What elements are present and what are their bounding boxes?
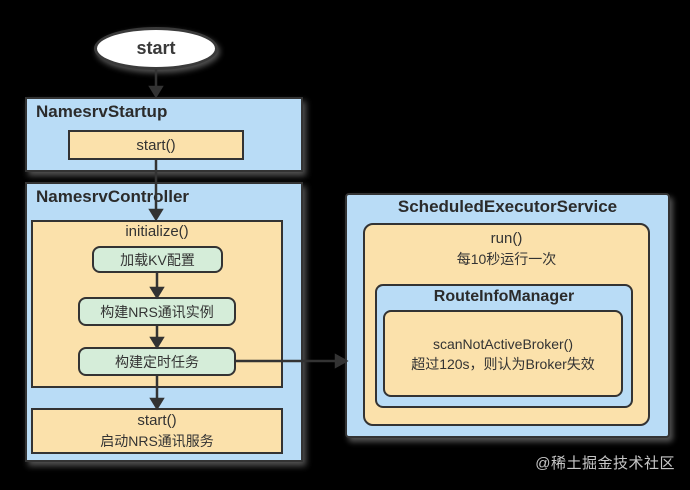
step-load-kv-config: 加载KV配置	[92, 246, 223, 273]
step-label: 构建NRS通讯实例	[100, 303, 214, 320]
initialize-method-label: initialize()	[125, 223, 189, 240]
start-node: start	[94, 27, 218, 70]
start-node-label: start	[136, 38, 176, 58]
step-build-nrs-remoting-instance: 构建NRS通讯实例	[78, 297, 236, 326]
step-label: 构建定时任务	[115, 353, 199, 370]
controller-start-method-box: start() 启动NRS通讯服务	[31, 408, 283, 454]
route-info-manager-title: RouteInfoManager	[433, 288, 575, 305]
namesrv-startup-start-method: start()	[68, 130, 244, 160]
run-method-text: run() 每10秒运行一次	[363, 228, 650, 270]
start-method-label: start()	[136, 136, 176, 154]
scheduled-executor-service-title: ScheduledExecutorService	[397, 197, 618, 216]
run-method-label: run()	[490, 230, 523, 247]
watermark: @稀土掘金技术社区	[535, 455, 675, 472]
controller-start-desc: 启动NRS通讯服务	[100, 433, 214, 449]
step-label: 加载KV配置	[120, 251, 195, 268]
step-build-scheduled-task: 构建定时任务	[78, 347, 236, 376]
scan-method-label: scanNotActiveBroker()	[432, 335, 574, 352]
scan-not-active-broker-box: scanNotActiveBroker() 超过120s，则认为Broker失效	[383, 310, 623, 397]
namesrv-startup-title: NamesrvStartup	[36, 102, 168, 121]
controller-start-label: start()	[137, 412, 177, 429]
scan-method-desc: 超过120s，则认为Broker失效	[411, 355, 595, 372]
run-method-desc: 每10秒运行一次	[456, 251, 557, 267]
namesrv-controller-title: NamesrvController	[36, 187, 190, 206]
